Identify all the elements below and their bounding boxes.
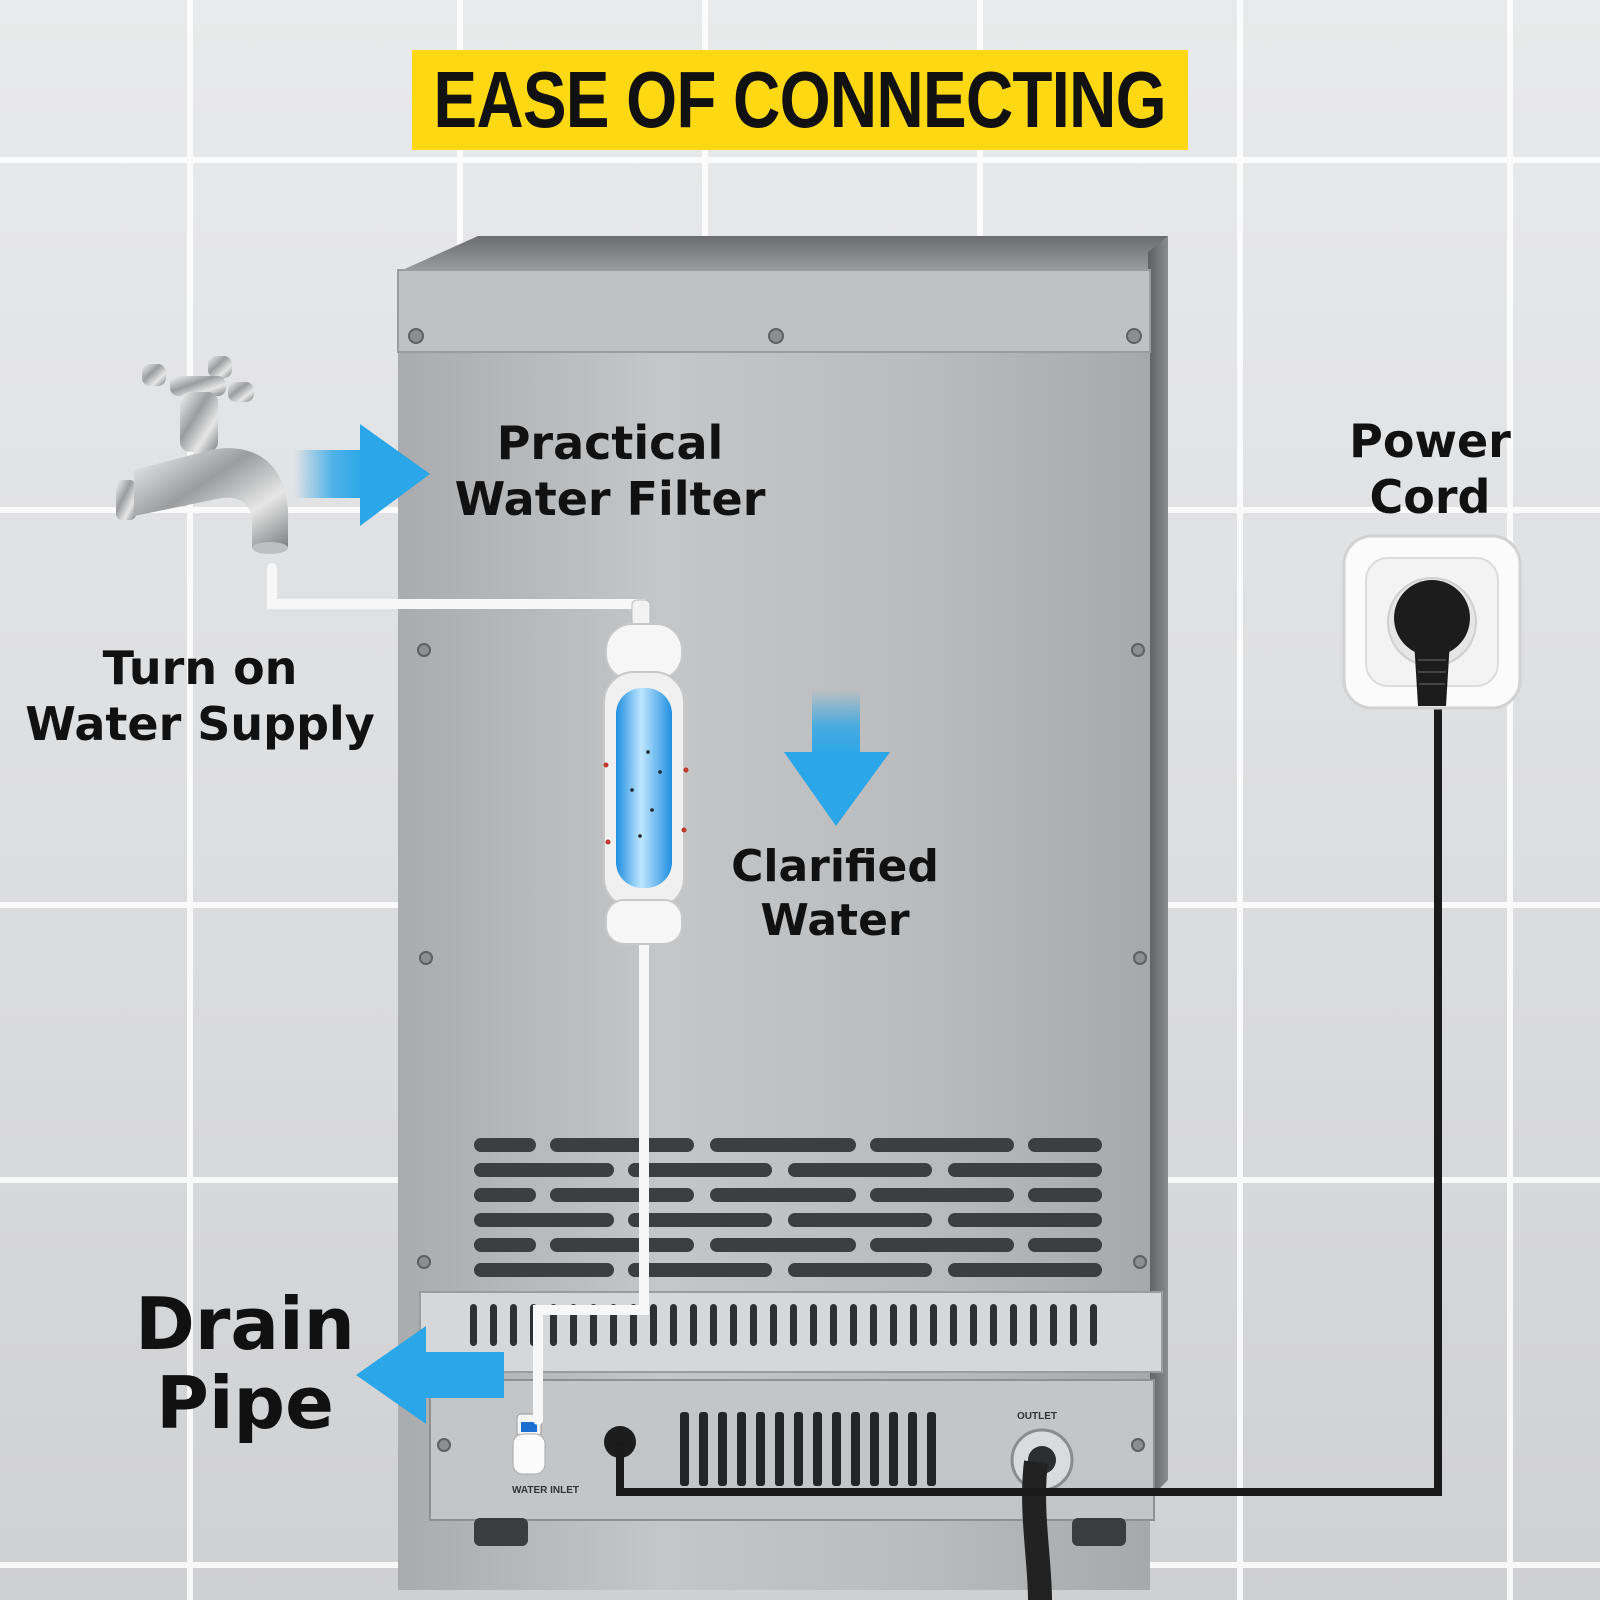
power-cord-label-line-2: Cord [1369,470,1491,525]
water-supply-label: Turn on Water Supply [20,640,380,752]
base-vent-slot [813,1412,822,1486]
arrow-right-icon [294,424,430,526]
power-cord-label: Power Cord [1320,413,1540,525]
power-cord-label-line-1: Power [1349,414,1511,468]
base-vent-slot [756,1412,765,1486]
water-filter-label: Practical Water Filter [440,415,780,527]
bracket-slot [790,1304,797,1346]
bracket-slot [750,1304,757,1346]
power-plug-icon [1394,580,1470,706]
drain-pipe-label: Drain Pipe [130,1282,360,1446]
base-vent-slot [832,1412,841,1486]
bracket-slot [890,1304,897,1346]
drain-pipe-label-line-2: Pipe [156,1361,334,1446]
upper-vent-louvers [474,1138,1102,1277]
clarified-water-label-line-2: Water [760,894,910,946]
machine-top-strip [397,269,1151,353]
base-vent-slot [699,1412,708,1486]
bracket-slot [1030,1304,1037,1346]
base-vent-slot [927,1412,936,1486]
faucet-icon [116,356,289,554]
drain-hose [1022,1460,1052,1600]
arrow-down-icon [784,690,890,826]
bracket-slot [930,1304,937,1346]
water-filter-label-line-1: Practical [496,416,724,470]
machine-side-panel [1148,236,1168,1500]
filtered-water-line [533,933,649,1425]
bracket-slot [650,1304,657,1346]
machine-top-lid [398,236,1168,272]
water-filter-icon [603,599,689,945]
bracket-slot [910,1304,917,1346]
base-vent-slot [889,1412,898,1486]
bracket-slot [730,1304,737,1346]
bracket-slot [470,1304,477,1346]
clarified-water-label-line-1: Clarified [731,841,939,892]
outlet-marking: OUTLET [1017,1411,1057,1422]
water-supply-label-line-1: Turn on [102,641,298,695]
bracket-slot [990,1304,997,1346]
bracket-slots [470,1304,1097,1346]
base-vent-slot [851,1412,860,1486]
clarified-water-label: Clarified Water [705,840,965,947]
base-vent-slot [908,1412,917,1486]
bracket-slot [1090,1304,1097,1346]
title-banner: EASE OF CONNECTING [412,50,1188,150]
page-title: EASE OF CONNECTING [433,55,1167,144]
machine-foot-right [1072,1518,1126,1546]
base-vent-slot [775,1412,784,1486]
water-supply-label-line-2: Water Supply [25,697,375,752]
bracket-slot [970,1304,977,1346]
bracket-slot [490,1304,497,1346]
bracket-slot [770,1304,777,1346]
bracket-slot [830,1304,837,1346]
bracket-slot [950,1304,957,1346]
bracket-slot [670,1304,677,1346]
bracket-slot [1050,1304,1057,1346]
drain-pipe-label-line-1: Drain [135,1282,355,1366]
base-vent-slots [680,1412,936,1486]
water-filter-label-line-2: Water Filter [454,472,766,527]
machine-foot-left [474,1518,528,1546]
bracket-slot [510,1304,517,1346]
base-vent-slot [794,1412,803,1486]
power-cord [616,700,1442,1496]
base-vent-slot [718,1412,727,1486]
bracket-slot [1070,1304,1077,1346]
panel-screws [408,328,1147,1269]
bracket-slot [850,1304,857,1346]
base-vent-slot [680,1412,689,1486]
base-vent-slot [870,1412,879,1486]
bracket-slot [690,1304,697,1346]
base-vent-slot [737,1412,746,1486]
arrow-left-icon [356,1326,504,1424]
bracket-slot [1010,1304,1017,1346]
bracket-slot [870,1304,877,1346]
water-inlet-marking: WATER INLET [512,1485,580,1496]
bracket-slot [810,1304,817,1346]
bracket-slot [710,1304,717,1346]
